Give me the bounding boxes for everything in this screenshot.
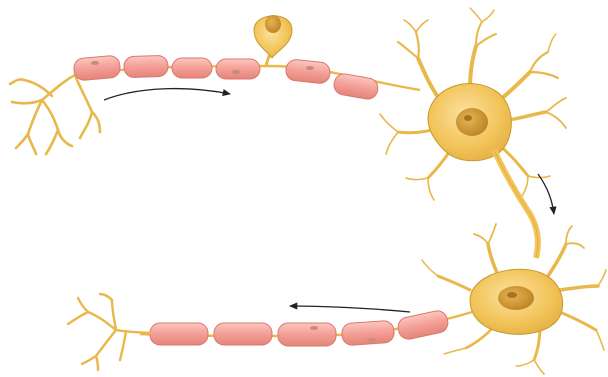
multipolar-neuron-upper bbox=[380, 8, 566, 258]
myelin-sheath-bottom bbox=[150, 309, 450, 346]
sensory-dendrite-ending bbox=[10, 75, 100, 154]
axon-terminal-branches bbox=[68, 294, 150, 370]
arrow-down-icon bbox=[538, 174, 554, 214]
multipolar-neuron-lower bbox=[422, 224, 606, 374]
connecting-axon bbox=[494, 150, 538, 258]
arrow-right-icon bbox=[104, 89, 230, 100]
pseudounipolar-cell-body bbox=[254, 15, 292, 66]
bottom-axon bbox=[140, 309, 472, 346]
myelin-sheath-top-left bbox=[73, 55, 260, 81]
myelin-sheath-top-right bbox=[285, 59, 379, 101]
arrow-left-icon bbox=[290, 306, 410, 312]
